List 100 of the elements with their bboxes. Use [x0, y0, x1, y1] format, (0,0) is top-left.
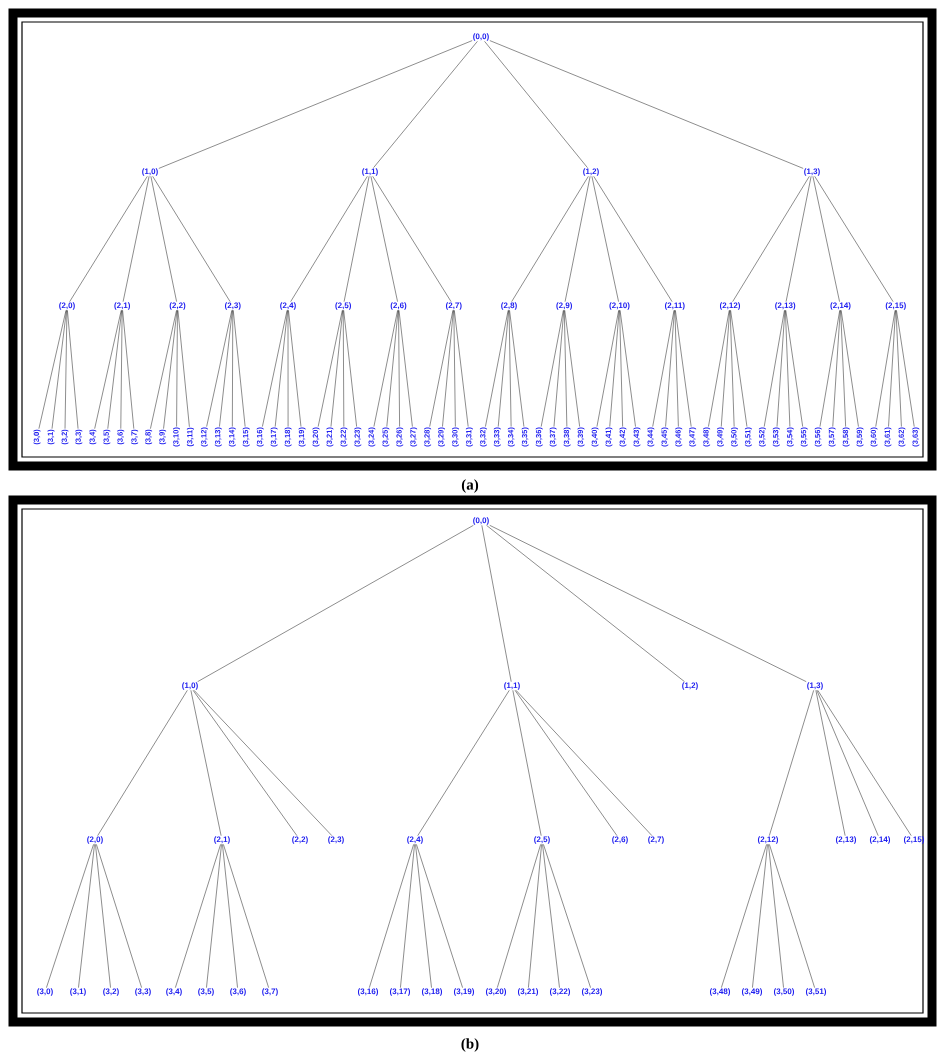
- tree-edge: [197, 525, 474, 682]
- tree-edge: [785, 310, 803, 427]
- node-label: (3,7): [262, 988, 278, 996]
- tree-edge: [764, 310, 785, 427]
- tree-edge: [674, 310, 679, 427]
- tree-edge: [514, 690, 618, 836]
- node-label: (0,0): [473, 517, 489, 525]
- node-label: (2,13): [775, 302, 796, 310]
- tree-edge: [509, 310, 525, 427]
- tree-edge: [508, 310, 512, 427]
- tree-edge: [232, 310, 233, 427]
- node-label: (2,14): [869, 836, 891, 844]
- node-label: (3,22): [549, 988, 571, 996]
- tree-edge: [776, 310, 786, 427]
- tree-edge: [429, 310, 454, 427]
- tree-edge: [721, 844, 767, 988]
- tree-edge: [233, 310, 246, 427]
- tree-edge: [543, 844, 591, 988]
- tree-edge: [591, 176, 619, 302]
- tree-edge: [511, 176, 589, 302]
- tree-edge: [120, 310, 123, 429]
- tree-edge: [652, 310, 675, 427]
- node-label: (2,3): [328, 836, 344, 844]
- tree-edge: [51, 310, 67, 429]
- tree-edge: [290, 176, 368, 302]
- tree-edge: [175, 844, 221, 988]
- tree-edge: [497, 844, 541, 988]
- node-label: (2,5): [534, 836, 550, 844]
- tree-edge: [875, 310, 896, 427]
- tree-edge: [769, 844, 815, 988]
- tree-edge: [372, 176, 452, 302]
- node-label: (3,51): [805, 988, 827, 996]
- node-label: (2,15): [885, 302, 906, 310]
- tree-edge: [619, 310, 623, 427]
- tree-edge: [481, 525, 512, 682]
- node-label: (1,1): [504, 682, 520, 690]
- node-label: (2,0): [59, 302, 75, 310]
- tree-edge: [95, 844, 111, 988]
- node-label: (2,1): [214, 836, 230, 844]
- node-label: (2,8): [501, 302, 517, 310]
- tree-edge: [67, 310, 79, 429]
- tree-edge: [64, 310, 68, 429]
- tree-edge: [317, 310, 343, 427]
- tree-edge: [206, 310, 233, 427]
- tree-edge: [46, 844, 94, 988]
- tree-edge: [415, 844, 432, 988]
- node-label: (1,2): [682, 682, 698, 690]
- node-label: (1,2): [583, 168, 599, 176]
- node-label: (2,0): [87, 836, 103, 844]
- tree-edge: [190, 690, 222, 836]
- tree-edge: [785, 176, 812, 302]
- tree-edge: [222, 844, 238, 988]
- tree-edge: [609, 310, 620, 427]
- tree-edge: [223, 844, 269, 988]
- tree-edge: [815, 690, 846, 836]
- node-label: (3,16): [357, 988, 379, 996]
- tree-edge: [94, 310, 122, 429]
- tree-edge: [262, 310, 288, 427]
- node-label: (3,4): [166, 988, 182, 996]
- tree-edge: [752, 844, 768, 988]
- tree-edge: [373, 310, 398, 427]
- tree-edge: [416, 844, 463, 988]
- node-label: (3,3): [135, 988, 151, 996]
- node-label: (3,49): [741, 988, 763, 996]
- tree-edge: [163, 310, 178, 429]
- tree-edge: [489, 40, 804, 169]
- tree-edge: [177, 310, 190, 428]
- tree-edge: [814, 176, 894, 302]
- tree-edge: [96, 844, 142, 988]
- panel-label: (b): [461, 1038, 479, 1052]
- tree-edge: [732, 176, 810, 302]
- node-label: (1,0): [142, 168, 158, 176]
- node-label: (2,6): [612, 836, 628, 844]
- node-label: (1,1): [362, 168, 378, 176]
- tree-edge: [287, 310, 289, 427]
- tree-edge: [489, 525, 807, 682]
- tree-edge: [97, 690, 188, 836]
- node-label: (2,12): [719, 302, 741, 310]
- tree-edge: [708, 310, 730, 427]
- node-label: (3,48): [709, 988, 731, 996]
- tree-edge: [150, 176, 177, 302]
- tree-edge: [152, 176, 231, 302]
- tree-edge: [122, 310, 135, 429]
- tree-edge: [515, 690, 653, 836]
- tree-edge: [442, 310, 454, 427]
- node-label: (2,1): [114, 302, 130, 310]
- panel-label: (a): [461, 479, 479, 493]
- node-label: (1,3): [804, 168, 820, 176]
- tree-edge: [193, 690, 333, 836]
- node-label: (2,9): [556, 302, 572, 310]
- tree-edge: [564, 176, 591, 302]
- tree-edge: [343, 310, 357, 427]
- tree-edge: [564, 310, 580, 427]
- node-label: (2,3): [224, 302, 241, 310]
- tree-edge: [812, 176, 840, 302]
- node-label: (2,7): [445, 302, 462, 310]
- tree-edge: [528, 844, 542, 988]
- tree-edge: [593, 176, 673, 302]
- tree-edge: [769, 690, 814, 836]
- node-label: (2,13): [835, 836, 857, 844]
